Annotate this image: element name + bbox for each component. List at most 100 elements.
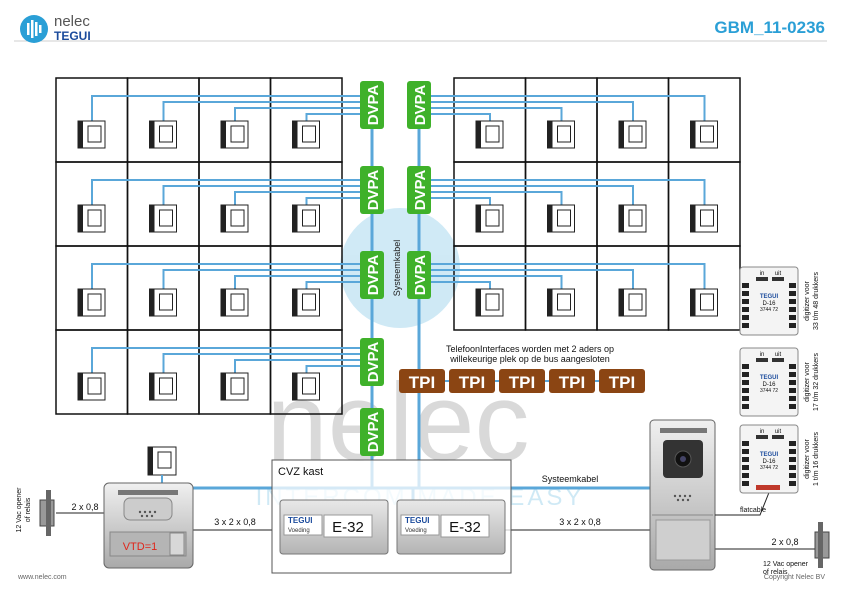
monitor-icon [618,288,647,317]
flatcable-line [715,489,771,516]
d16-brand: TEGUI [760,452,779,458]
digitizer-caption-line1: digitizer voor [804,438,811,478]
monitor-icon [77,372,106,401]
d16-in-label: in [760,271,765,277]
tpi-label: TPI [559,373,585,392]
footer-website: www.nelec.com [18,574,67,581]
psu-brand: TEGUI [288,516,312,525]
monitor-icon [220,204,249,233]
nelec-logo: nelec TEGUI [18,13,128,45]
monitor-icon [77,204,106,233]
tpi-note-line2: willekeurige plek op de bus aangesloten [449,354,610,364]
d16-in-label: in [760,429,765,435]
monitor-icon [618,204,647,233]
apartment-grid [55,77,741,415]
dvpa-label: DVPA [412,255,429,296]
dvpa-module: DVPA [360,338,384,386]
monitor-icon [149,204,177,233]
monitor-icon [292,372,320,401]
footer-copyright: Copyright Nelec BV [763,574,825,581]
dvpa-label: DVPA [365,342,382,383]
opener-right-line1: 12 Vac opener [763,561,809,568]
tpi-label: TPI [509,373,535,392]
monitor-icon [618,120,647,149]
digitizer-caption-line2: 1 t/m 16 drukkers [813,431,820,486]
dvpa-module: DVPA [360,166,384,214]
digitizer-caption-line2: 33 t/m 48 drukkers [813,272,820,330]
tpi-module: TPI [549,369,595,393]
dvpa-label: DVPA [365,170,382,211]
dvpa-module: DVPA [407,81,431,129]
logo-text-bottom: TEGUI [54,29,91,43]
monitor-icon [292,120,320,149]
tpi-module: TPI [449,369,495,393]
digitizer-caption-line1: digitizer voor [804,280,811,320]
monitor-icon [220,120,249,149]
door-opener-right [814,522,830,568]
door-panel-left [103,482,194,569]
d16-in-label: in [760,352,765,358]
monitor-icon [547,288,575,317]
dvpa-label: DVPA [365,255,382,296]
dvpa-label: DVPA [412,170,429,211]
cvz-kast-label: CVZ kast [278,466,323,478]
logo-text-top: nelec [54,13,90,30]
d16-uit-label: uit [775,352,782,358]
d16-name: D-16 [762,459,776,465]
monitor-icon [220,288,249,317]
psu-model: E-32 [332,519,364,536]
vtd-label: VTD=1 [123,541,158,553]
systeemkabel-horizontal-label: Systeemkabel [542,474,599,484]
dvpa-module: DVPA [407,166,431,214]
d16-code: 3744 72 [760,307,778,313]
apartment-cell [269,329,343,415]
d16-code: 3744 72 [760,465,778,471]
opener-right-line2: of relais [763,569,788,576]
monitor-icon [475,204,504,233]
tpi-module: TPI [499,369,545,393]
d16-name: D-16 [762,382,776,388]
monitor-icon [220,372,249,401]
monitor-icon [475,120,504,149]
monitor-icon [77,288,106,317]
monitor-icon [547,120,575,149]
monitor-icon [292,288,320,317]
monitor-icon [547,204,575,233]
document-code: GBM_11-0236 [714,18,825,37]
monitor-icon [475,288,504,317]
dvpa-module: DVPA [360,408,384,456]
dvpa-label: DVPA [412,85,429,126]
cable-3x-left-label: 3 x 2 x 0,8 [214,517,256,527]
dvpa-module: DVPA [360,251,384,299]
psu-subtitle: Voeding [288,528,310,534]
psu-brand: TEGUI [405,516,429,525]
power-supply-e32: TEGUI Voeding E-32 [279,499,389,555]
dvpa-module: DVPA [360,81,384,129]
dvpa-label: DVPA [365,412,382,453]
psu-model: E-32 [449,519,481,536]
tpi-label: TPI [609,373,635,392]
entrance-monitor [147,446,177,476]
cable-right-label: 2 x 0,8 [771,537,798,547]
d16-name: D-16 [762,301,776,307]
monitor-icon [149,288,177,317]
systeemkabel-vertical-label: Systeemkabel [392,240,402,297]
digitizer-caption-line1: digitizer voor [804,361,811,401]
d16-uit-label: uit [775,429,782,435]
monitors [77,120,718,401]
tpi-note-line1: TelefoonInterfaces worden met 2 aders op [446,344,614,354]
monitor-icon [77,120,106,149]
door-panel-right [649,419,716,571]
d16-brand: TEGUI [760,375,779,381]
tpi-module: TPI [599,369,645,393]
dvpa-label: DVPA [365,85,382,126]
d16-uit-label: uit [775,271,782,277]
cable-3x-right-label: 3 x 2 x 0,8 [559,517,601,527]
monitor-icon [149,372,177,401]
